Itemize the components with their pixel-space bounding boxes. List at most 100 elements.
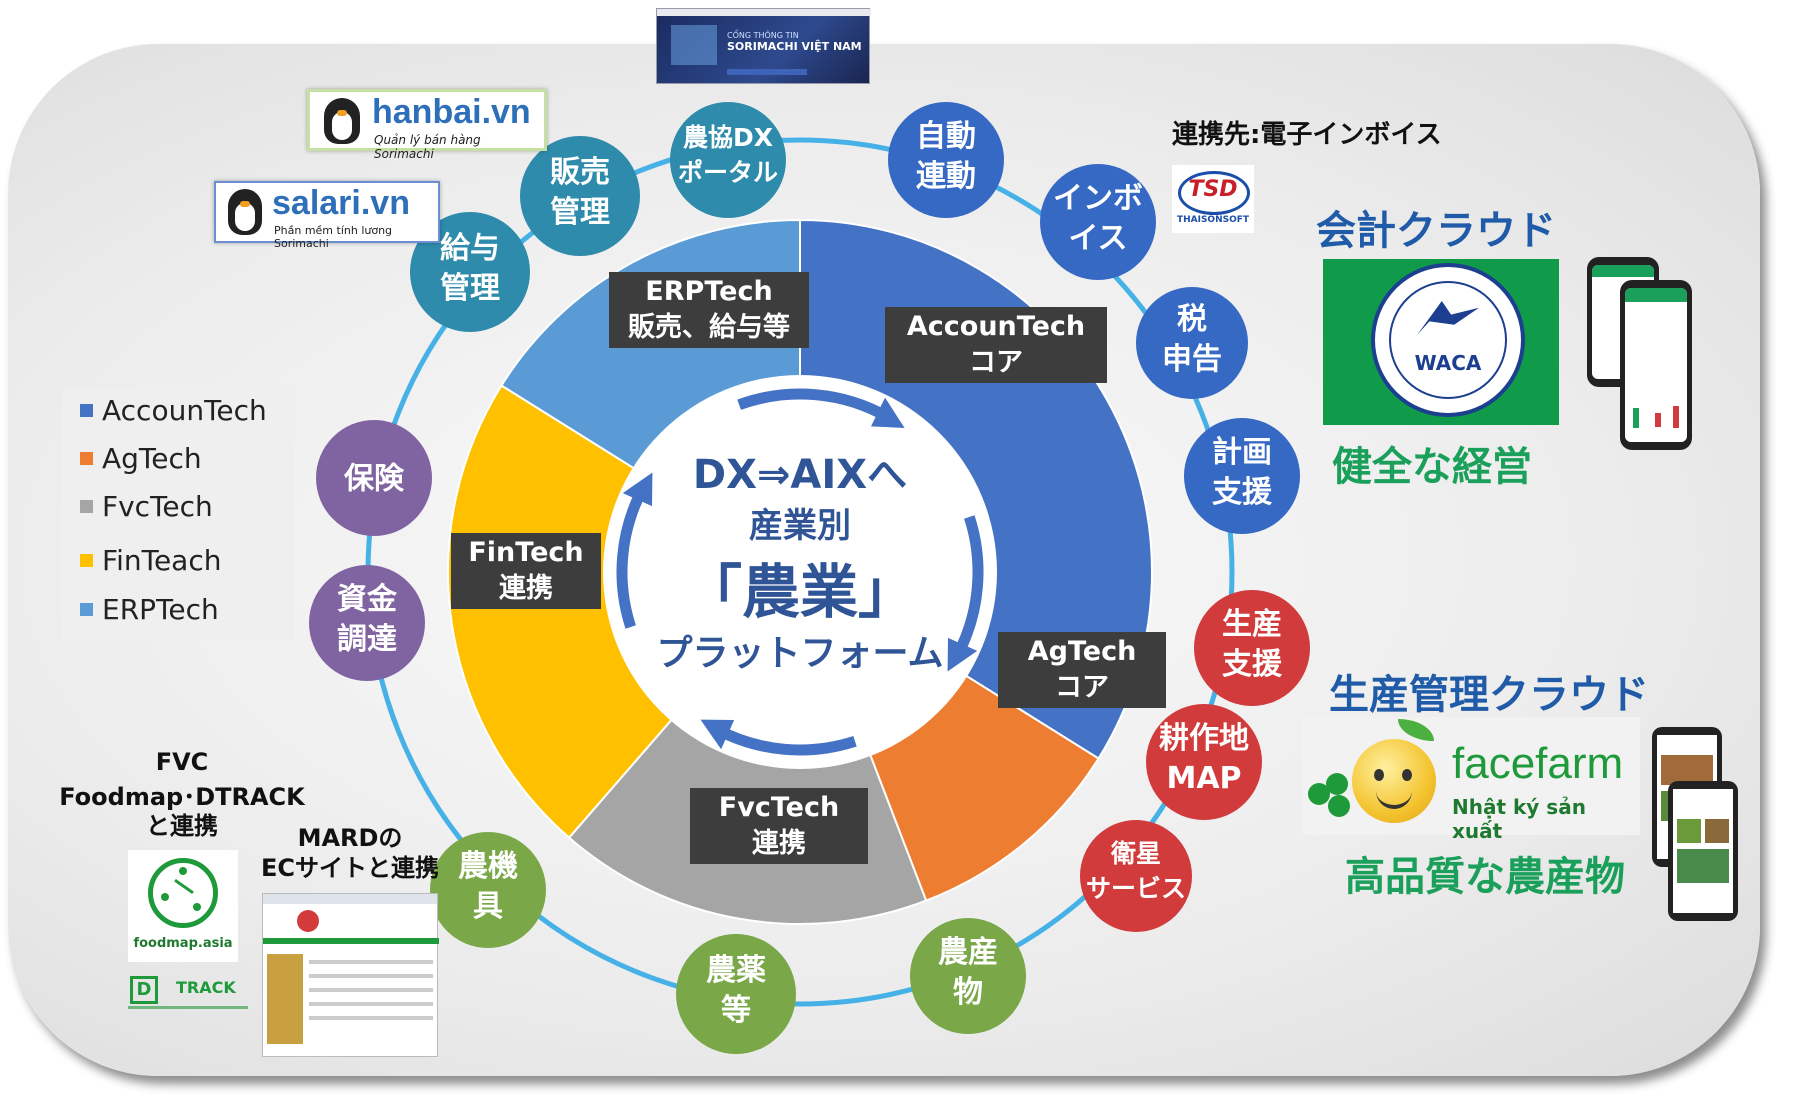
ring-node-circle — [1040, 164, 1156, 280]
penguin-icon — [228, 189, 262, 235]
ring-node-label: 自動 — [916, 119, 976, 154]
cycle-arrow — [737, 388, 892, 423]
ring-node-label: 支援 — [1222, 647, 1283, 682]
waca-logo: WACA — [1323, 259, 1559, 425]
legend-item: FvcTech — [80, 490, 213, 523]
accounting-cloud-title: 会計クラウド — [1316, 208, 1556, 254]
legend-item: AccounTech — [80, 394, 267, 427]
waca-text: WACA — [1414, 351, 1482, 375]
ring-node-label: インボ — [1053, 181, 1143, 216]
tsd-mark — [1178, 171, 1250, 215]
ring-node-circle — [1194, 590, 1310, 706]
ring-node-label: 農機 — [458, 849, 518, 884]
sprout-smile-icon — [1352, 739, 1436, 823]
tsd-sub: THAISONSOFT — [1176, 215, 1250, 225]
ring-node: 農薬等 — [676, 934, 796, 1054]
accounting-caption: 健全な経営 — [1332, 444, 1532, 490]
ring-node-label: 等 — [721, 993, 751, 1028]
cycle-arrow-head — [947, 637, 978, 672]
ring-node-circle — [316, 420, 432, 536]
portal-title-small: CỔNG THÔNG TIN — [727, 31, 799, 40]
penguin-icon — [324, 98, 360, 144]
ring-node-circle — [1136, 287, 1248, 399]
legend-swatch — [80, 500, 93, 513]
ring-node-label: 税 — [1177, 302, 1207, 337]
ring-node-label: 管理 — [440, 271, 500, 306]
center-subtitle: 産業別 — [749, 506, 851, 546]
ring-node-label: イス — [1068, 221, 1127, 256]
ring-node-label: 管理 — [550, 195, 610, 230]
ring-node: 農産物 — [910, 918, 1026, 1034]
cycle-arrow — [713, 724, 857, 756]
foodmap-text: foodmap.asia — [133, 936, 233, 951]
ring-node-label: 支援 — [1212, 475, 1273, 510]
ring-node: 農機具 — [430, 832, 546, 948]
cycle-arrow-head — [622, 472, 653, 507]
production-caption: 高品質な農産物 — [1345, 854, 1625, 900]
phone-mockup — [1620, 280, 1692, 450]
ring-node-label: 調達 — [337, 622, 397, 657]
ring-node-label: サービス — [1086, 874, 1186, 903]
tsd-logo: TSD THAISONSOFT — [1172, 165, 1254, 233]
clover-icon — [1308, 773, 1352, 817]
legend-item: ERPTech — [80, 593, 219, 626]
ring-node-label: 耕作地 — [1159, 721, 1249, 756]
ring-node-circle — [430, 832, 546, 948]
mard-line1: MARDの — [297, 824, 403, 852]
ring-node: 税申告 — [1136, 287, 1248, 399]
tsd-logo-text: TSD — [1188, 177, 1238, 202]
ring-node-label: 農産 — [938, 935, 998, 970]
center-main: 「農業」 — [683, 558, 916, 626]
dtrack-d: D — [130, 976, 158, 1004]
ring-node: 農協DX ポータル — [670, 102, 786, 218]
dtrack-text: TRACK — [176, 978, 236, 997]
hanbai-brand: hanbai.vn — [372, 93, 531, 131]
portal-title: SORIMACHI VIỆT NAM — [727, 40, 862, 53]
cycle-arrow-head — [700, 719, 735, 750]
salari-brand: salari.vn — [272, 184, 410, 222]
legend-swatch — [80, 603, 93, 616]
ring-node-circle — [1080, 820, 1192, 932]
salari-logo-card: salari.vn Phần mềm tính lương Sorimachi — [214, 181, 440, 250]
ring-node-label: 計画 — [1212, 435, 1272, 470]
legend-swatch — [80, 452, 93, 465]
legend-item: AgTech — [80, 442, 202, 475]
ring-node-label: ポータル — [678, 158, 778, 187]
ring-node-circle — [676, 934, 796, 1054]
ring-node-circle — [309, 565, 425, 681]
ring-node-label: 具 — [473, 889, 503, 924]
center-circle — [603, 375, 997, 769]
ring-node-label: 連動 — [916, 159, 976, 194]
legend-swatch — [80, 554, 93, 567]
phone-mockup — [1668, 781, 1738, 921]
ring-node-label: 販売 — [550, 155, 610, 190]
ring-node-circle — [670, 102, 786, 218]
ring-node: 保険 — [316, 420, 432, 536]
ring-node-circle — [888, 102, 1004, 218]
center-platform: プラットフォーム — [656, 633, 944, 674]
center-title: DX⇒AIXへ — [692, 452, 908, 498]
legend-item: FinTeach — [80, 544, 221, 577]
partner-label: 連携先:電子インボイス — [1172, 120, 1442, 150]
mard-line2: ECサイトと連携 — [260, 854, 439, 882]
ring-node-label: 農協DX — [683, 123, 773, 152]
foodmap-logo: foodmap.asia — [128, 850, 238, 962]
legend-swatch — [80, 404, 93, 417]
facefarm-sub: Nhật ký sản xuất — [1452, 795, 1586, 843]
ring-node-circle — [410, 212, 530, 332]
ring-node-label: 給与 — [440, 231, 500, 266]
hanbai-sub: Quản lý bán hàng Sorimachi — [374, 133, 481, 161]
mard-ec-screenshot — [262, 893, 439, 1057]
fvc-line3: と連携 — [146, 812, 218, 840]
dtrack-logo: D TRACK — [128, 976, 248, 1012]
leaf-icon — [1398, 719, 1434, 741]
ring-node-label: MAP — [1166, 761, 1241, 796]
